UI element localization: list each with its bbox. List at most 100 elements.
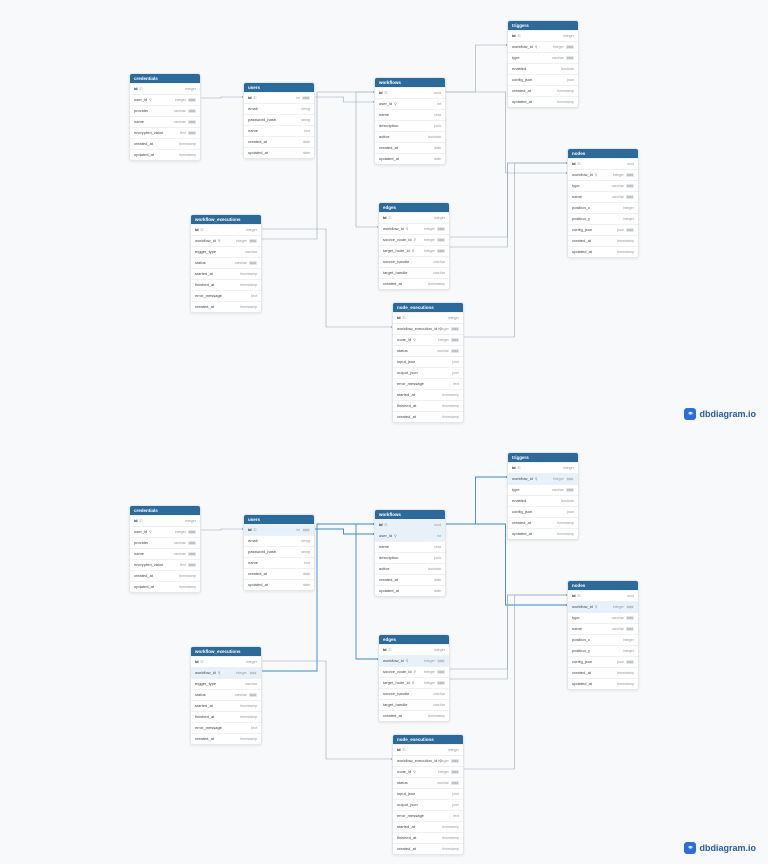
field-row[interactable]: id ⚿integer	[508, 462, 578, 473]
field-row[interactable]: id ⚿integer	[130, 83, 200, 94]
table-header[interactable]: node_executions	[393, 303, 463, 312]
relation-line[interactable]	[260, 91, 374, 240]
field-row[interactable]: user_id ⚲int	[375, 98, 445, 109]
table-header[interactable]: triggers	[508, 453, 578, 462]
table-header[interactable]: node_executions	[393, 735, 463, 744]
relation-line[interactable]	[313, 528, 374, 535]
relation-line[interactable]	[260, 228, 392, 328]
field-row[interactable]: id ⚿integer	[191, 224, 261, 235]
field-row[interactable]: id ⚿uuid	[568, 590, 638, 601]
table-header[interactable]: edges	[379, 203, 449, 212]
table-header[interactable]: credentials	[130, 506, 200, 515]
table-header[interactable]: nodes	[568, 149, 638, 158]
field-row[interactable]: id ⚿integer	[379, 212, 449, 223]
brand-watermark[interactable]: ⚭ dbdiagram.io	[684, 842, 756, 854]
relation-line[interactable]	[199, 528, 243, 531]
relation-line[interactable]	[462, 594, 567, 770]
field-row[interactable]: id ⚿integer	[379, 644, 449, 655]
relation-line[interactable]	[448, 162, 567, 248]
field-row[interactable]: id ⚿uuid	[375, 87, 445, 98]
relation-line[interactable]	[260, 523, 374, 672]
field-row[interactable]: user_id ⚲int	[375, 530, 445, 541]
table-header[interactable]: users	[244, 83, 314, 92]
field-row[interactable]: id ⚿integer	[130, 515, 200, 526]
field-row[interactable]: id ⚿integer	[508, 30, 578, 41]
table-header[interactable]: edges	[379, 635, 449, 644]
table-header[interactable]: workflows	[375, 78, 445, 87]
field-row[interactable]: id ⚿integer	[393, 312, 463, 323]
